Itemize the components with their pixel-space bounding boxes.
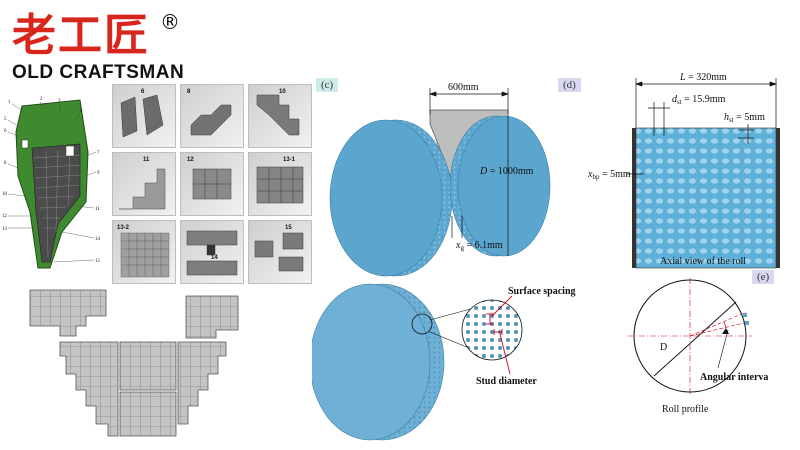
photo-cell: 10 — [248, 84, 312, 148]
roll-surface — [635, 127, 777, 269]
width-dimension — [428, 88, 510, 114]
liner-label-4: 4 — [80, 109, 83, 114]
roll-3d — [312, 283, 445, 441]
right-roll — [449, 115, 551, 257]
photo-cell: 13-2 — [112, 220, 176, 284]
dst-label: dst = 15.9mm — [672, 94, 726, 106]
width-label: 600mm — [448, 82, 479, 93]
liner-label-8: 8 — [4, 161, 7, 166]
roll-profile-diagram: D Angular interval Roll profile — [628, 278, 768, 415]
block-top-right — [185, 295, 239, 339]
block-top-left — [29, 289, 107, 337]
axial-view-diagram: L = 320mm dst = 15.9mm hst = 5mm xbp = 5… — [588, 72, 780, 269]
gap-label: xg = 6.1mm — [455, 240, 503, 252]
liner-exploded-diagram: 1 2 3 4 5 6 7 8 9 10 11 12 13 14 15 — [2, 97, 101, 269]
stud-detail-diagram: Surface spacing Stud diameter — [312, 283, 576, 441]
angular-interval-label: Angular interval — [700, 372, 768, 383]
liner-label-14: 14 — [95, 237, 101, 242]
liner-label-7: 7 — [97, 151, 100, 156]
block-center-bottom — [119, 391, 177, 437]
photo-cell: 12 — [180, 152, 244, 216]
liner-label-5: 5 — [4, 117, 7, 122]
stud-diameter-dimension — [648, 102, 670, 136]
length-label: L = 320mm — [679, 72, 727, 83]
base-plate-left — [632, 128, 636, 268]
liner-block-assembly — [29, 289, 239, 437]
hst-label: hst = 5mm — [724, 112, 765, 124]
panel-c-tag: (c) — [316, 78, 339, 92]
liner-label-10: 10 — [2, 192, 8, 197]
liner-label-13: 13 — [2, 227, 8, 232]
base-plate-right — [776, 128, 780, 268]
panel-d-tag: (d) — [558, 78, 581, 92]
xbp-label: xbp = 5mm — [588, 169, 631, 181]
spacing-marks — [486, 295, 513, 375]
photo-cell: 13-1 — [248, 152, 312, 216]
stud-zoom-circle — [461, 299, 523, 361]
diameter-line — [653, 301, 737, 377]
axial-view-caption: Axial view of the roll — [660, 256, 746, 267]
logo-chinese: 老工匠 — [12, 10, 150, 61]
stud-height-dimension — [738, 124, 754, 144]
surface-spacing-label: Surface spacing — [508, 286, 576, 297]
profile-d-label: D — [660, 342, 667, 353]
photo-cell: 11 — [112, 152, 176, 216]
block-bottom-right — [177, 341, 227, 425]
liner-label-6: 6 — [4, 129, 7, 134]
liner-label-15: 15 — [95, 259, 101, 264]
photo-cell: 6 — [112, 84, 176, 148]
logo-english: OLD CRAFTSMAN — [12, 62, 185, 83]
photo-cell: 8 — [180, 84, 244, 148]
photo-cell: 14 — [180, 220, 244, 284]
stud-diameter-label: Stud diameter — [476, 376, 537, 387]
block-center-top — [119, 341, 177, 391]
length-dimension — [634, 78, 778, 128]
liner-label-2: 2 — [40, 97, 43, 102]
gap-dimension — [451, 216, 463, 238]
liner-photo-grid: 6 8 10 11 12 13-1 — [112, 84, 312, 284]
detail-marker-circle — [411, 313, 433, 335]
liner-label-1: 1 — [8, 100, 11, 105]
registered-mark: ® — [160, 10, 180, 34]
liner-label-12: 12 — [2, 214, 8, 219]
liner-plate-shape — [15, 99, 89, 269]
diameter-label: D = 1000mm — [479, 166, 534, 177]
panel-e-tag: (e) — [752, 270, 775, 284]
liner-label-3: 3 — [58, 99, 61, 104]
liner-label-9: 9 — [97, 171, 100, 176]
left-roll — [329, 119, 453, 277]
liner-label-11: 11 — [95, 207, 100, 212]
roll-profile-caption: Roll profile — [662, 404, 709, 415]
liner-part-numbers: 1 2 3 4 5 6 7 8 9 10 11 12 13 14 15 — [2, 97, 101, 264]
photo-cell: 15 — [248, 220, 312, 284]
roll-pair-diagram: 600mm D = 1000mm xg = 6.1mm — [329, 82, 551, 277]
block-bottom-left — [59, 341, 119, 437]
